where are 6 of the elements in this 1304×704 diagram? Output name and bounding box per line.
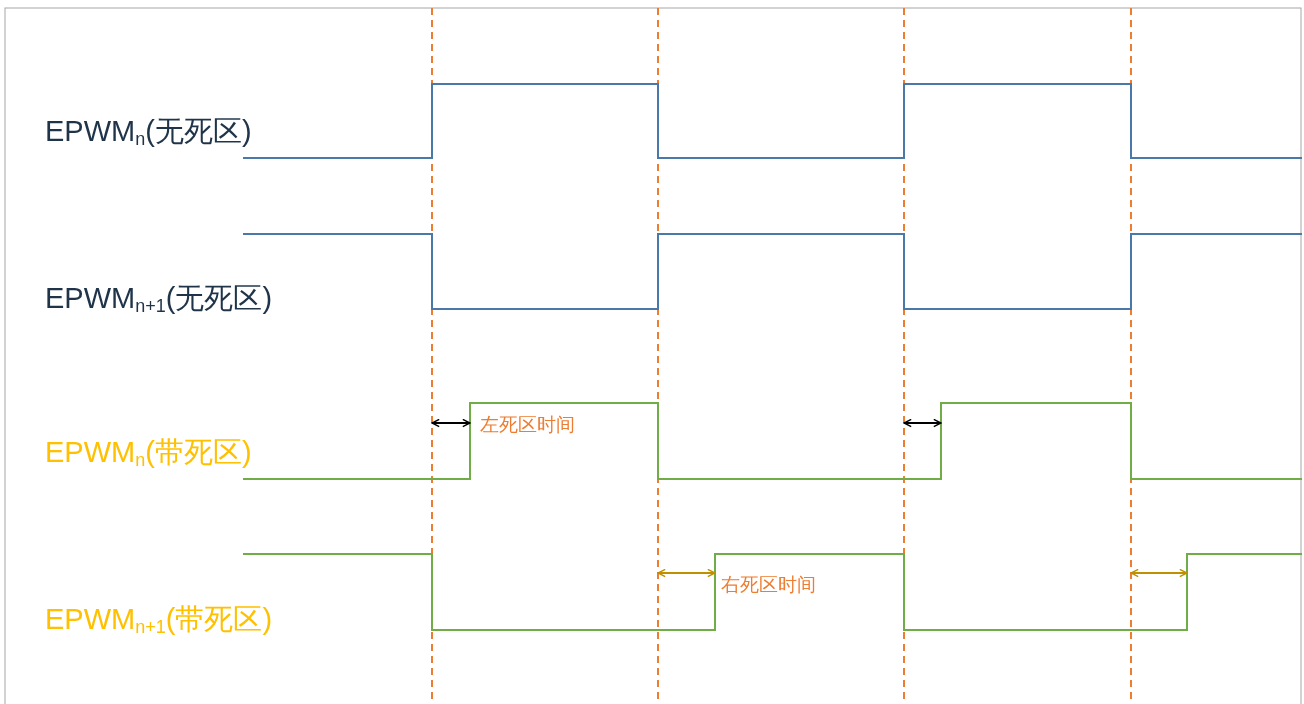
dead-time-label: 左死区时间 — [480, 415, 575, 434]
signal-label: EPWM$_{n}$(带死区) — [45, 438, 252, 469]
signal-label: EPWM$_{n+1}$(带死区) — [45, 605, 273, 636]
signal-label: EPWM$_{n}$(无死区) — [45, 117, 252, 148]
signal-label: EPWM$_{n+1}$(无死区) — [45, 284, 273, 315]
dead-time-label: 右死区时间 — [721, 575, 816, 594]
